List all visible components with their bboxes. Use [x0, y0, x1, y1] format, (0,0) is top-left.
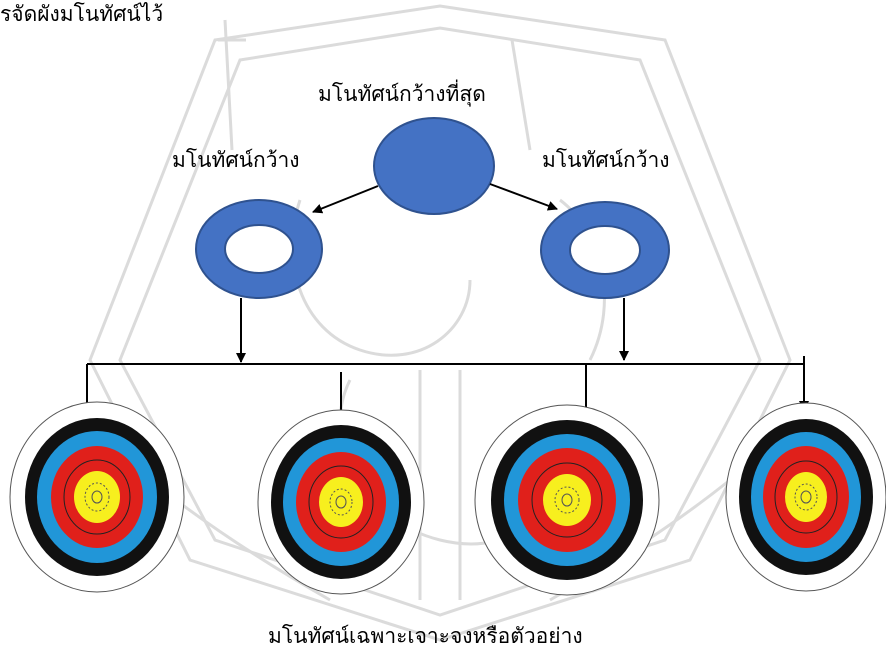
arrow-icon	[312, 185, 379, 214]
arrow-icon	[489, 183, 558, 211]
caption-text: รจัดผังมโนทัศน์ไว้	[0, 2, 164, 26]
right-concept-label: มโนทัศน์กว้าง	[542, 148, 670, 172]
specific-concept-label: มโนทัศน์เฉพาะเจาะจงหรือตัวอย่าง	[268, 624, 583, 648]
archery-target-icon	[725, 402, 886, 592]
archery-target-icon	[9, 401, 185, 593]
left-concept-label: มโนทัศน์กว้าง	[172, 148, 300, 172]
right-concept-node	[540, 201, 670, 299]
top-concept-label: มโนทัศน์กว้างที่สุด	[318, 82, 486, 106]
top-concept-node	[373, 117, 495, 215]
archery-target-icon	[474, 404, 660, 596]
left-concept-node	[195, 199, 323, 299]
archery-target-icon	[257, 409, 425, 595]
